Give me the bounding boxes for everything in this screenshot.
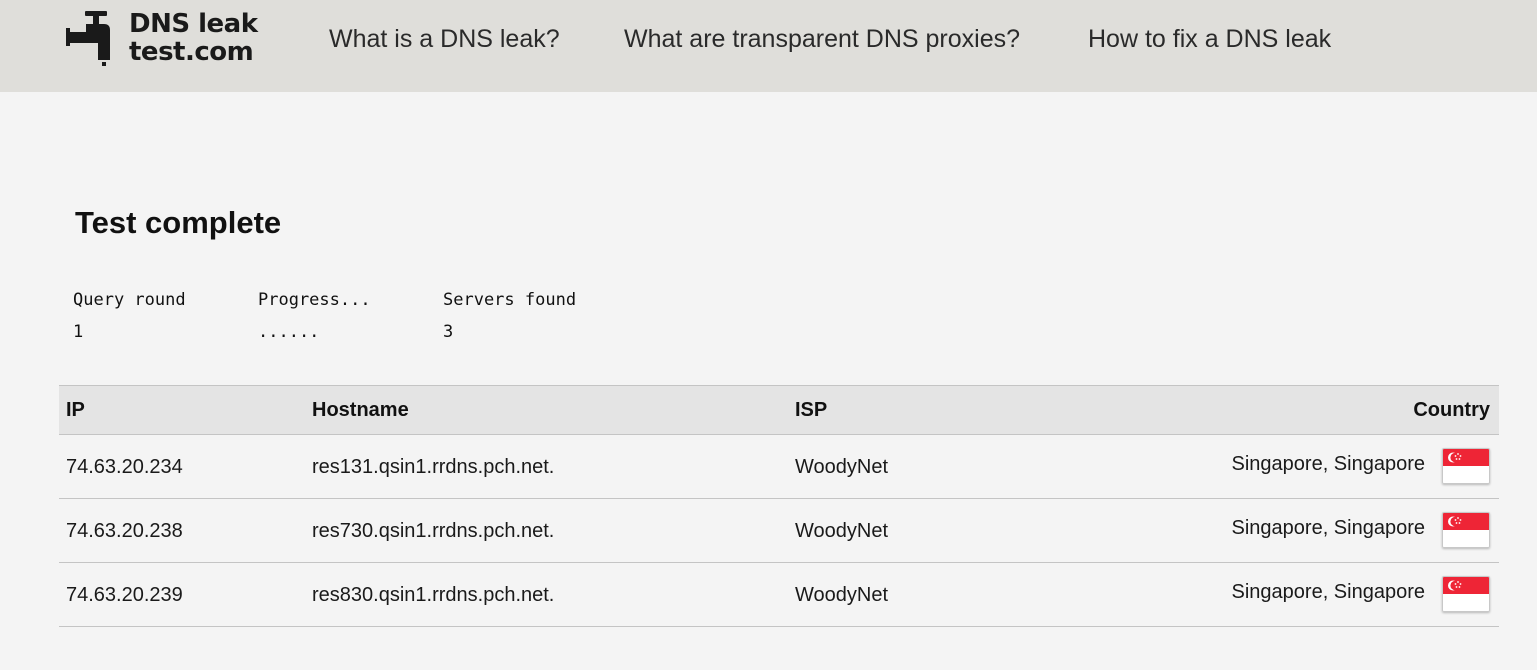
hostname-cell: res131.qsin1.rrdns.pch.net.	[312, 456, 555, 478]
site-logo-link[interactable]: DNS leak test.com	[66, 8, 266, 68]
progress-value: ......	[258, 322, 320, 342]
column-header-ip: IP	[66, 399, 85, 421]
column-header-country: Country	[1413, 399, 1490, 421]
ip-cell: 74.63.20.234	[66, 456, 183, 478]
table-row: 74.63.20.238 res730.qsin1.rrdns.pch.net.…	[59, 499, 1499, 563]
country-cell: Singapore, Singapore	[1231, 453, 1425, 475]
isp-cell: WoodyNet	[795, 456, 889, 478]
logo-text-test-com: test.com	[129, 37, 254, 67]
nav-link-how-to-fix[interactable]: How to fix a DNS leak	[1088, 25, 1332, 53]
nav-link-transparent-dns-proxies[interactable]: What are transparent DNS proxies?	[624, 25, 1021, 53]
isp-cell: WoodyNet	[795, 584, 889, 606]
column-header-hostname: Hostname	[312, 399, 409, 421]
hostname-cell: res730.qsin1.rrdns.pch.net.	[312, 520, 555, 542]
country-cell: Singapore, Singapore	[1231, 517, 1425, 539]
table-row: 74.63.20.234 res131.qsin1.rrdns.pch.net.…	[59, 435, 1499, 499]
query-round-label: Query round	[73, 290, 186, 310]
tap-faucet-icon	[66, 11, 110, 66]
ip-cell: 74.63.20.238	[66, 520, 183, 542]
logo-text-dns-leak: DNS leak	[129, 9, 258, 39]
singapore-flag-icon	[1442, 512, 1490, 548]
page-title: Test complete	[75, 205, 282, 240]
nav-link-what-is-dns-leak[interactable]: What is a DNS leak?	[329, 25, 560, 53]
results-table: IP Hostname ISP Country 74.63.20.234 res…	[59, 385, 1499, 627]
servers-found-value: 3	[443, 322, 454, 342]
country-cell: Singapore, Singapore	[1231, 581, 1425, 603]
hostname-cell: res830.qsin1.rrdns.pch.net.	[312, 584, 555, 606]
progress-label: Progress...	[258, 290, 371, 310]
table-row: 74.63.20.239 res830.qsin1.rrdns.pch.net.…	[59, 563, 1499, 627]
column-header-isp: ISP	[795, 399, 828, 421]
query-round-value: 1	[73, 322, 84, 342]
isp-cell: WoodyNet	[795, 520, 889, 542]
servers-found-label: Servers found	[443, 290, 577, 310]
singapore-flag-icon	[1442, 448, 1490, 484]
ip-cell: 74.63.20.239	[66, 584, 183, 606]
singapore-flag-icon	[1442, 576, 1490, 612]
table-header-row: IP Hostname ISP Country	[59, 385, 1499, 435]
top-navigation-bar: DNS leak test.com What is a DNS leak? Wh…	[0, 0, 1537, 92]
